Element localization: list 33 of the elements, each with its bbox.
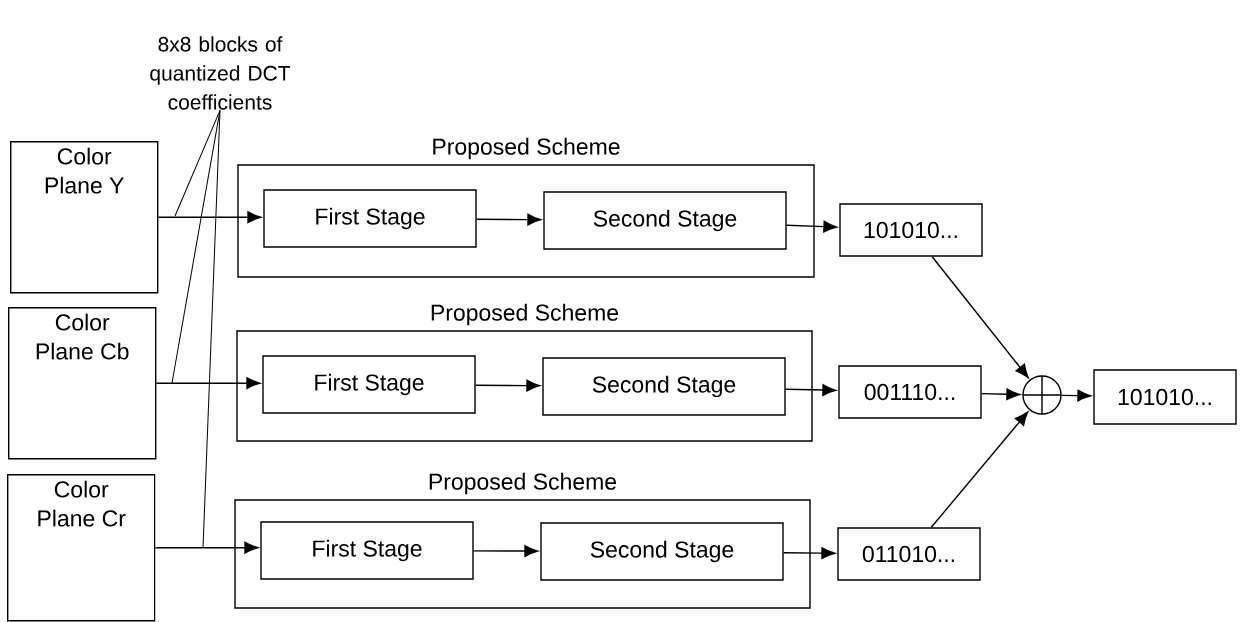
arrow: [476, 213, 542, 226]
frame-heading: Proposed Scheme: [433, 137, 620, 160]
arrow: [475, 379, 541, 392]
arrow: [981, 388, 1021, 401]
arrow: [785, 384, 837, 396]
color-plane-box: Color Plane Y: [10, 141, 159, 294]
process-box: Second Stage: [540, 522, 784, 581]
process-box: 101010...: [839, 203, 983, 257]
process-box: First Stage: [262, 355, 476, 414]
process-box: Second Stage: [543, 191, 787, 250]
annotation-text: 8x8 blocks of quantized DCT coefficients: [150, 36, 291, 110]
arrow: [154, 541, 259, 554]
arrow: [157, 211, 262, 224]
arrow: [783, 547, 836, 560]
process-box: 001110...: [838, 365, 982, 419]
arrow: [1061, 389, 1092, 402]
process-box: 101010...: [1093, 369, 1237, 425]
process-box: First Stage: [260, 521, 474, 580]
leader-line: [202, 109, 221, 549]
arrow: [786, 220, 838, 233]
frame-heading: Proposed Scheme: [429, 472, 617, 495]
color-plane-box: Color Plane Cr: [7, 474, 156, 622]
arrow: [931, 256, 1029, 379]
arrow: [155, 377, 261, 390]
frame-heading: Proposed Scheme: [431, 303, 619, 326]
arrow: [473, 545, 539, 557]
xor-symbol: [1022, 375, 1062, 415]
leader-line: [174, 109, 221, 217]
process-box: First Stage: [263, 189, 477, 248]
color-plane-box: Color Plane Cb: [8, 307, 157, 460]
process-box: 011010...: [837, 527, 981, 581]
process-box: Second Stage: [542, 357, 786, 416]
arrow: [930, 411, 1029, 528]
